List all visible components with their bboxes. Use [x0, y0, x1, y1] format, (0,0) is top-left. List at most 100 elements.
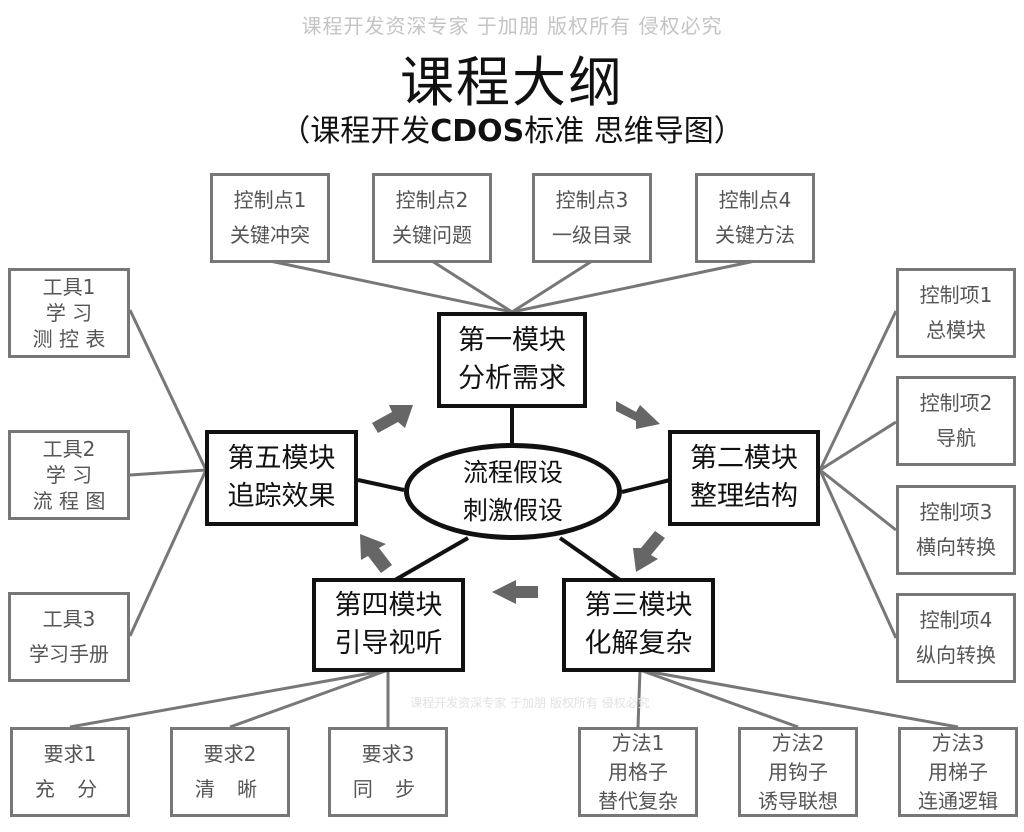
control-point-2-desc: 关键问题 — [392, 223, 472, 247]
control-point-3-title: 控制点3 — [555, 188, 629, 212]
module-3: 第三模块 化解复杂 — [562, 578, 715, 672]
control-item-3: 控制项3 横向转换 — [896, 485, 1016, 575]
tool-3: 工具3 学习手册 — [8, 592, 130, 682]
control-item-4-title: 控制项4 — [919, 608, 993, 632]
requirement-3: 要求3 同 步 — [328, 727, 448, 817]
control-item-2-desc: 导航 — [936, 426, 976, 450]
module-1: 第一模块 分析需求 — [437, 312, 587, 408]
control-point-4: 控制点4 关键方法 — [695, 173, 815, 263]
control-item-1-desc: 总模块 — [926, 318, 986, 342]
flow-arrow-m2-to-m3 — [633, 531, 665, 572]
connector-tl3 — [128, 469, 208, 637]
tool-3-line2: 学习手册 — [29, 642, 109, 666]
connector-me3 — [639, 668, 959, 729]
control-item-4-desc: 纵向转换 — [916, 643, 996, 667]
method-3-line2: 用梯子 — [928, 759, 988, 784]
flow-arrow-m5-to-m1 — [372, 405, 413, 433]
connector-tl1 — [128, 309, 208, 471]
connector-me2 — [639, 668, 799, 729]
module-3-desc: 化解复杂 — [584, 628, 693, 659]
connector-ci3 — [819, 468, 897, 532]
module-2-title: 第二模块 — [690, 443, 798, 474]
requirement-1-desc: 充 分 — [34, 777, 106, 801]
requirement-3-title: 要求3 — [361, 742, 415, 766]
control-item-3-desc: 横向转换 — [916, 535, 996, 559]
tool-3-title: 工具3 — [42, 607, 96, 631]
sub-title-prefix: （课程开发 — [280, 114, 431, 149]
control-point-1-desc: 关键冲突 — [230, 223, 310, 247]
tool-1-line2: 学 习 — [45, 301, 93, 325]
sub-title-suffix: 标准 思维导图） — [524, 114, 744, 149]
module-1-title: 第一模块 — [458, 325, 566, 356]
method-2-title: 方法2 — [771, 730, 825, 755]
module-5: 第五模块 追踪效果 — [205, 430, 358, 526]
connector-ci4 — [818, 469, 898, 639]
watermark-top: 课程开发资深专家 于加朋 版权所有 侵权必究 — [301, 14, 723, 38]
module-5-title: 第五模块 — [227, 443, 336, 474]
main-title: 课程大纲 — [400, 51, 624, 114]
connector-rq2 — [229, 668, 389, 729]
requirement-2-desc: 清 晰 — [194, 777, 266, 801]
control-point-1: 控制点1 关键冲突 — [210, 173, 330, 263]
control-item-2-title: 控制项2 — [919, 391, 993, 415]
module-3-title: 第三模块 — [584, 590, 693, 621]
connector-ci2 — [819, 420, 897, 472]
connector-rq1 — [69, 668, 389, 729]
requirement-2-title: 要求2 — [203, 742, 257, 766]
control-item-1: 控制项1 总模块 — [896, 268, 1016, 358]
flow-arrow-m1-to-m2 — [616, 401, 660, 429]
tool-1-title: 工具1 — [42, 275, 96, 299]
module-4: 第四模块 引导视听 — [312, 578, 465, 672]
connector-center-m3 — [558, 536, 622, 582]
method-3: 方法3 用梯子 连通逻辑 — [898, 727, 1018, 817]
method-2-line3: 诱导联想 — [758, 788, 838, 813]
connector-cp3 — [511, 259, 593, 314]
module-1-desc: 分析需求 — [458, 363, 566, 394]
control-item-2: 控制项2 导航 — [896, 376, 1016, 466]
requirement-3-desc: 同 步 — [352, 777, 424, 801]
sub-title-bold: CDOS — [430, 114, 525, 149]
requirement-1: 要求1 充 分 — [10, 727, 130, 817]
flow-arrow-m4-to-m5 — [360, 534, 392, 573]
module-4-title: 第四模块 — [334, 590, 443, 621]
connector-center-m4 — [394, 536, 469, 582]
module-2-desc: 整理结构 — [690, 481, 798, 512]
connector-center-m5 — [357, 478, 405, 492]
center-line-1: 流程假设 — [462, 457, 563, 487]
requirement-2: 要求2 清 晰 — [170, 727, 290, 817]
method-3-title: 方法3 — [931, 730, 985, 755]
connector-cp1 — [269, 259, 513, 314]
module-2: 第二模块 整理结构 — [668, 430, 820, 526]
flow-arrow-m3-to-m4 — [492, 580, 538, 604]
method-2: 方法2 用钩子 诱导联想 — [738, 727, 858, 817]
requirement-1-title: 要求1 — [43, 742, 97, 766]
module-5-desc: 追踪效果 — [227, 481, 336, 512]
tool-1: 工具1 学 习 测 控 表 — [8, 268, 130, 358]
control-point-2: 控制点2 关键问题 — [372, 173, 492, 263]
connector-center-m2 — [621, 478, 671, 494]
control-point-1-title: 控制点1 — [233, 188, 307, 212]
tool-2-line3: 流 程 图 — [32, 489, 106, 513]
method-2-line2: 用钩子 — [768, 759, 828, 784]
control-item-3-title: 控制项3 — [919, 500, 993, 524]
watermark-middle: 课程开发资深专家 于加朋 版权所有 侵权必究 — [410, 696, 650, 710]
connector-me1 — [636, 669, 642, 728]
tool-2-line2: 学 习 — [45, 463, 93, 487]
center-line-2: 刺激假设 — [462, 495, 563, 525]
connector-cp2 — [431, 259, 513, 314]
sub-title: （课程开发CDOS标准 思维导图） — [0, 106, 1024, 150]
module-4-desc: 引导视听 — [334, 628, 443, 659]
method-3-line3: 连通逻辑 — [918, 788, 998, 813]
control-point-3-desc: 一级目录 — [552, 223, 632, 247]
connector-cp4 — [511, 259, 756, 314]
method-1-line3: 替代复杂 — [598, 788, 678, 813]
control-point-2-title: 控制点2 — [395, 188, 469, 212]
control-point-3: 控制点3 一级目录 — [532, 173, 652, 263]
control-item-4: 控制项4 纵向转换 — [896, 593, 1016, 683]
connector-tl2 — [129, 468, 207, 477]
control-item-1-title: 控制项1 — [919, 283, 993, 307]
method-1: 方法1 用格子 替代复杂 — [578, 727, 698, 817]
connector-ci1 — [818, 310, 898, 471]
tool-2: 工具2 学 习 流 程 图 — [8, 430, 130, 520]
